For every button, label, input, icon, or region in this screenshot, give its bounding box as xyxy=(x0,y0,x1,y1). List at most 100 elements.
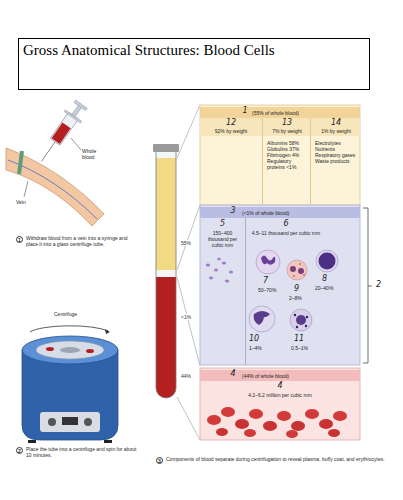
centrifuge-illustration-part xyxy=(48,418,56,426)
callout-number: 9 xyxy=(294,285,299,293)
platelets xyxy=(206,258,233,283)
bracket-part xyxy=(368,286,372,287)
panel-backgrounds-part xyxy=(200,368,360,440)
panel-text: (<1% of whole blood) xyxy=(242,210,342,216)
centrifuge-illustration-part xyxy=(84,418,92,426)
red-blood-cells-part xyxy=(305,409,319,419)
guide-lines-part xyxy=(177,205,200,270)
syringe-part xyxy=(64,110,82,123)
platelets-part xyxy=(209,277,213,280)
callout-number: 13 xyxy=(263,119,311,127)
white-blood-cells-part xyxy=(305,325,307,327)
guide-lines-part xyxy=(177,105,200,158)
platelets-part xyxy=(206,263,210,266)
panel-backgrounds-part xyxy=(200,205,360,365)
callout-number: 6 xyxy=(246,220,326,228)
centrifuge-illustration-part xyxy=(62,417,78,425)
red-blood-cells-part xyxy=(235,419,249,429)
callout-number: 14 xyxy=(311,119,361,127)
part-label: Vein xyxy=(16,199,26,205)
callout-number: 5 xyxy=(200,220,245,228)
syringe-part xyxy=(52,123,71,144)
percent-label: 0.5–1% xyxy=(291,345,308,351)
callout-number: 3 xyxy=(226,207,240,215)
red-blood-cells-part xyxy=(286,430,298,438)
syringe-part xyxy=(41,142,55,162)
centrifuge-illustration-part xyxy=(86,349,94,353)
centrifuge-illustration-part xyxy=(30,326,108,332)
centrifuge-illustration-part xyxy=(104,440,112,443)
white-blood-cells-part xyxy=(256,250,280,274)
part-label: Whole blood xyxy=(82,148,108,160)
platelets-part xyxy=(217,258,221,261)
panel-text: (44% of whole blood) xyxy=(242,373,342,379)
callout-number: 8 xyxy=(322,275,327,283)
red-blood-cells-part xyxy=(216,428,228,436)
callout-number: 10 xyxy=(249,335,259,343)
callout-number: 4 xyxy=(226,370,240,378)
panel-text: 1% by weight xyxy=(311,128,361,134)
title-text: Gross Anatomical Structures: Blood Cells xyxy=(23,41,369,59)
red-blood-cells-part xyxy=(291,421,305,431)
panel-backgrounds xyxy=(200,105,360,440)
panel-text: Albumins 58% Globulins 37% Fibrinogen 4%… xyxy=(267,140,309,170)
callout-number: 4 xyxy=(260,382,300,390)
syringe xyxy=(33,98,90,167)
panel-text: (55% of whole blood) xyxy=(252,110,342,116)
centrifuge-illustration-part xyxy=(22,336,118,364)
erythrocyte-panel: 4(44% of whole blood)44.2–6.2 million pe… xyxy=(200,368,360,440)
callout-number: 2 xyxy=(376,281,381,289)
panel-text: 7% by weight xyxy=(263,128,311,134)
arm-illustration xyxy=(6,98,104,226)
panel-text: 4.2–6.2 million per cubic mm xyxy=(230,392,330,398)
plasma-column: 137% by weightAlbumins 58% Globulins 37%… xyxy=(262,118,310,205)
guide-lines-part xyxy=(177,277,200,366)
test-tube xyxy=(153,144,179,398)
part-label: Centrifuge xyxy=(54,311,77,317)
plasma-column: 1292% by weight xyxy=(200,118,262,205)
red-blood-cells-part xyxy=(277,411,291,421)
white-blood-cells-part xyxy=(261,256,275,265)
step-number: 3 xyxy=(156,457,163,464)
test-tube-part xyxy=(156,277,176,398)
test-tube-part xyxy=(156,152,176,398)
percent-label: 2–8% xyxy=(289,295,302,301)
red-blood-cells-part xyxy=(207,415,221,425)
white-blood-cells-part xyxy=(254,311,270,325)
buffy-coat-panel: 3(<1% of whole blood) 5 150–400 thousand p… xyxy=(200,205,360,365)
centrifuge-illustration-part xyxy=(46,347,54,351)
test-tube-part xyxy=(156,152,176,158)
red-blood-cells-part xyxy=(263,421,277,431)
white-blood-cells-part xyxy=(298,268,304,274)
step-text: Components of blood separate during cent… xyxy=(166,456,396,462)
percent-label: 20–40% xyxy=(315,285,333,291)
red-blood-cells xyxy=(207,407,347,438)
panel-backgrounds-part xyxy=(200,105,360,205)
leader-line xyxy=(24,181,28,197)
platelet-column: 5 150–400 thousand per cubic mm xyxy=(200,218,245,365)
bracket xyxy=(363,208,372,363)
test-tube-part xyxy=(156,158,176,270)
white-blood-cells-part xyxy=(294,314,296,316)
syringe-part xyxy=(74,100,87,110)
centrifuge-illustration-part xyxy=(36,341,104,359)
leader-line xyxy=(71,138,81,150)
red-blood-cells-part xyxy=(221,407,235,417)
red-blood-cells-part xyxy=(244,429,256,437)
centrifuge-illustration-part xyxy=(105,329,110,334)
guide-lines-part xyxy=(177,397,200,440)
platelets-part xyxy=(222,261,226,264)
white-blood-cells-part xyxy=(303,274,305,276)
panel-text: 150–400 thousand per cubic mm xyxy=(202,230,243,248)
red-blood-cells-part xyxy=(328,429,340,437)
percent-label: 1–4% xyxy=(249,345,262,351)
percent-label: <1% xyxy=(180,314,192,320)
white-blood-cells-part xyxy=(296,315,306,325)
panel-text: Electrolytes Nutrients Respiratory gases… xyxy=(315,140,359,164)
callout-number: 7 xyxy=(263,277,268,285)
callout-number: 12 xyxy=(200,119,262,127)
red-blood-cells-part xyxy=(333,411,347,421)
step-number: 1 xyxy=(16,236,23,243)
white-blood-cells-part xyxy=(306,316,308,318)
callout-number: 1 xyxy=(238,107,252,115)
